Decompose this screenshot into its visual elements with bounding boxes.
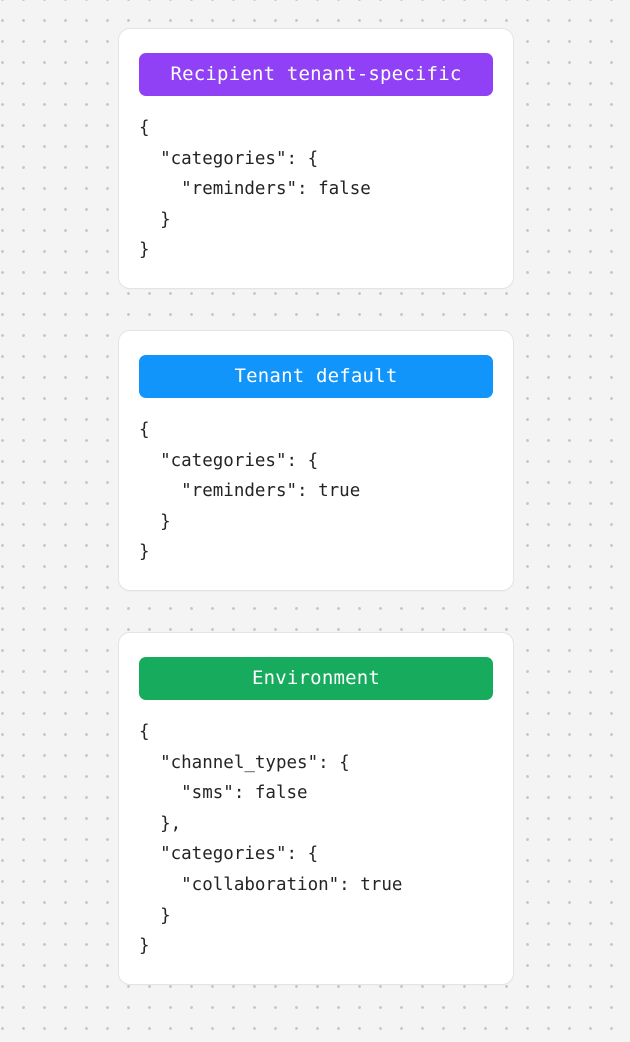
card-stack: Recipient tenant-specific { "categories"…: [119, 29, 513, 984]
card-code-tenant-default: { "categories": { "reminders": true } }: [139, 419, 361, 563]
card-recipient-tenant-specific: Recipient tenant-specific { "categories"…: [119, 29, 513, 288]
card-badge-recipient-tenant-specific: Recipient tenant-specific: [139, 53, 493, 96]
card-environment: Environment { "channel_types": { "sms": …: [119, 632, 513, 984]
card-code-recipient-tenant-specific: { "categories": { "reminders": false } }: [139, 118, 371, 261]
card-tenant-default: Tenant default { "categories": { "remind…: [119, 330, 513, 590]
card-badge-tenant-default: Tenant default: [139, 354, 493, 398]
card-code-environment: { "channel_types": { "sms": false }, "ca…: [139, 721, 403, 957]
card-badge-environment: Environment: [139, 656, 493, 700]
